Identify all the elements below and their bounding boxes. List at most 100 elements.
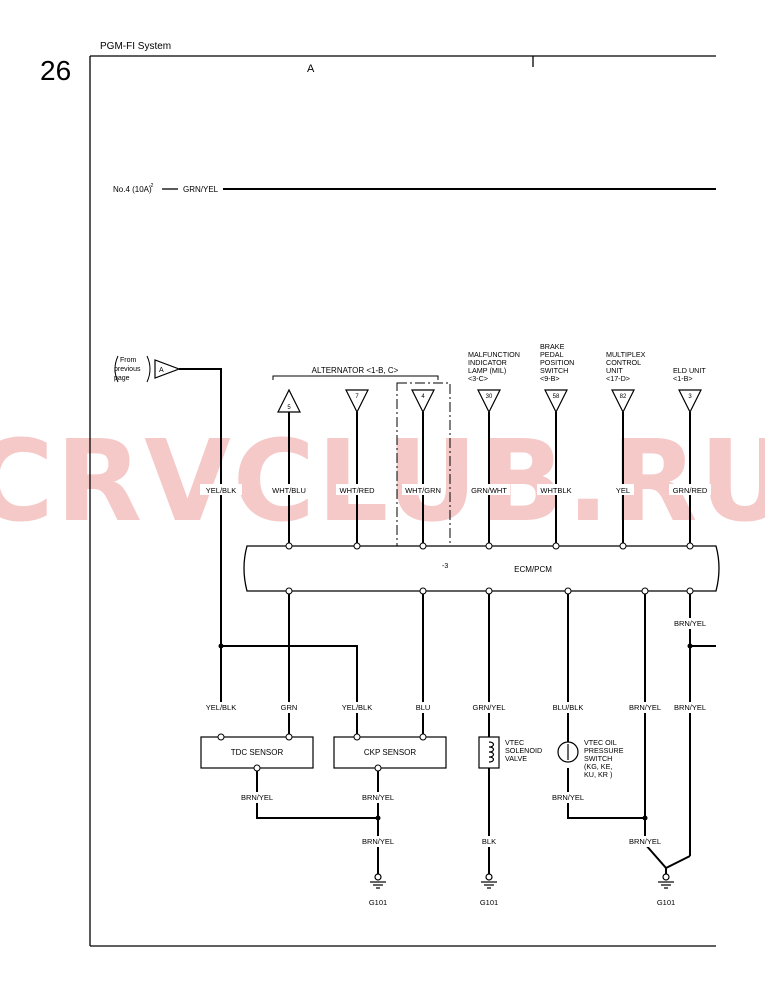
ground-label: G101: [480, 898, 498, 907]
bottom-wires: [221, 594, 716, 877]
ckp-sensor: CKP SENSOR: [333, 736, 447, 769]
wire-color-label: BRN/YEL: [552, 793, 584, 802]
page-title: PGM-FI System: [100, 41, 171, 52]
wire-color-label: YEL/BLK: [206, 703, 236, 712]
vtec-solenoid-label: SOLENOID: [505, 746, 542, 755]
wire-color-label: BRN/YEL: [674, 619, 706, 628]
connector-a-flag: [154, 359, 181, 379]
wire-color-label: YEL: [616, 486, 630, 495]
wire-color-label: BLK: [482, 837, 496, 846]
vtec-switch-label: (KG, KE,: [584, 762, 612, 771]
vtec-switch-label: SWITCH: [584, 754, 612, 763]
ecm-terminals: [285, 542, 694, 595]
pin-number: 5: [287, 405, 291, 411]
pin-number: 58: [553, 394, 560, 400]
pin-triangle: [611, 389, 635, 414]
pin-number: 4: [421, 394, 425, 400]
pin-triangle: [477, 389, 501, 414]
from-note-l2: previous: [114, 366, 141, 373]
wire-color-label: YEL/BLK: [342, 703, 372, 712]
pin-triangle: [544, 389, 568, 414]
wire-color-label: BRN/YEL: [362, 837, 394, 846]
multiplex-unit-label: CONTROL: [606, 358, 641, 367]
vtec-solenoid-label: VALVE: [505, 754, 527, 763]
pin-triangle: [411, 389, 435, 414]
wire-color-label: BLU/BLK: [553, 703, 584, 712]
brake-switch-label: BRAKE: [540, 342, 565, 351]
pin-triangle: [345, 389, 369, 414]
ecm-pcm-block: ECM/PCM -3: [243, 545, 720, 592]
wire-color-label: GRN/RED: [673, 486, 708, 495]
wire-color-label: BRN/YEL: [241, 793, 273, 802]
vtec-solenoid-valve: VTEC SOLENOID VALVE: [478, 736, 542, 769]
page-number: 26: [40, 55, 71, 86]
connector-a-input: From previous page A: [114, 355, 222, 712]
from-note-l3: page: [114, 375, 130, 382]
power-wire-label: GRN/YEL: [183, 185, 219, 194]
mil-label: INDICATOR: [468, 358, 507, 367]
wire-color-label: WHT/GRN: [405, 486, 441, 495]
wire-color-label: BRN/YEL: [362, 793, 394, 802]
fuse-label: No.4 (10A): [113, 185, 152, 194]
vtec-switch-label: KU, KR ): [584, 770, 612, 779]
wire-junctions: [218, 643, 693, 821]
eld-unit-label: <1-B>: [673, 374, 693, 383]
vtec-switch-label: PRESSURE: [584, 746, 624, 755]
wire-color-label: BRN/YEL: [629, 837, 661, 846]
wire-color-label: BRN/YEL: [674, 703, 706, 712]
multiplex-unit-label: UNIT: [606, 366, 623, 375]
multiplex-unit-label: MULTIPLEX: [606, 350, 646, 359]
bottom-wire-labels: YEL/BLK GRN YEL/BLK BLU GRN/YEL BLU/BLK …: [200, 618, 711, 847]
watermark: CRVCLUB.RU: [0, 417, 765, 547]
sensor-terminals: [217, 733, 427, 772]
top-pin-numbers: 5 7 4 30 58 82 3: [287, 394, 692, 411]
wire-color-label: WHT/BLU: [272, 486, 306, 495]
multiplex-unit-label: <17-D>: [606, 374, 630, 383]
wire-color-label: GRN: [281, 703, 298, 712]
ground-points: G101 G101 G101: [369, 873, 675, 907]
page-frame: [89, 55, 716, 947]
pin-number: 82: [620, 394, 627, 400]
connector-a-label: A: [159, 367, 164, 374]
mil-label: MALFUNCTION: [468, 350, 520, 359]
coil-icon: [488, 741, 495, 763]
ground-label: G101: [657, 898, 675, 907]
from-note-l1: From: [120, 357, 137, 364]
pin-triangle: [678, 389, 702, 414]
vtec-oil-pressure-switch: VTEC OIL PRESSURE SWITCH (KG, KE, KU, KR…: [557, 738, 624, 779]
section-mark: A: [307, 63, 315, 75]
tdc-sensor-label: TDC SENSOR: [231, 748, 284, 757]
vtec-solenoid-label: VTEC: [505, 738, 524, 747]
wire-color-label: WHT/RED: [340, 486, 376, 495]
alternator-title: ALTERNATOR <1-B, C>: [312, 366, 399, 375]
pin-number: 3: [688, 394, 692, 400]
tdc-sensor: TDC SENSOR: [200, 736, 314, 769]
top-pins: [277, 388, 702, 414]
pin-number: 7: [355, 394, 359, 400]
brake-switch-label: POSITION: [540, 358, 574, 367]
power-line: No.4 (10A) -2 GRN/YEL: [113, 183, 716, 194]
wire-color-label: BLU: [416, 703, 431, 712]
brake-switch-label: <9-B>: [540, 374, 560, 383]
ckp-sensor-label: CKP SENSOR: [364, 748, 417, 757]
wire-color-label: WHTBLK: [540, 486, 571, 495]
ecm-note: -3: [442, 563, 448, 570]
ground-label: G101: [369, 898, 387, 907]
top-component-labels: MALFUNCTION INDICATOR LAMP (MIL) <3-C> B…: [468, 342, 706, 383]
mil-label: LAMP (MIL): [468, 366, 506, 375]
wire-color-label: BRN/YEL: [629, 703, 661, 712]
vtec-switch-label: VTEC OIL: [584, 738, 617, 747]
pin-number: 30: [486, 394, 493, 400]
brake-switch-label: SWITCH: [540, 366, 568, 375]
eld-unit-label: ELD UNIT: [673, 366, 706, 375]
wire-color-label: GRN/WHT: [471, 486, 507, 495]
top-wires: [288, 412, 691, 546]
mil-label: <3-C>: [468, 374, 488, 383]
wire-color-label: GRN/YEL: [473, 703, 506, 712]
top-wire-labels: YEL/BLK WHT/BLU WHT/RED WHT/GRN GRN/WHT …: [200, 484, 711, 495]
brake-switch-label: PEDAL: [540, 350, 564, 359]
wire-color-label: YEL/BLK: [206, 486, 236, 495]
ecm-label: ECM/PCM: [514, 565, 552, 574]
fuse-sup: -2: [149, 183, 154, 189]
